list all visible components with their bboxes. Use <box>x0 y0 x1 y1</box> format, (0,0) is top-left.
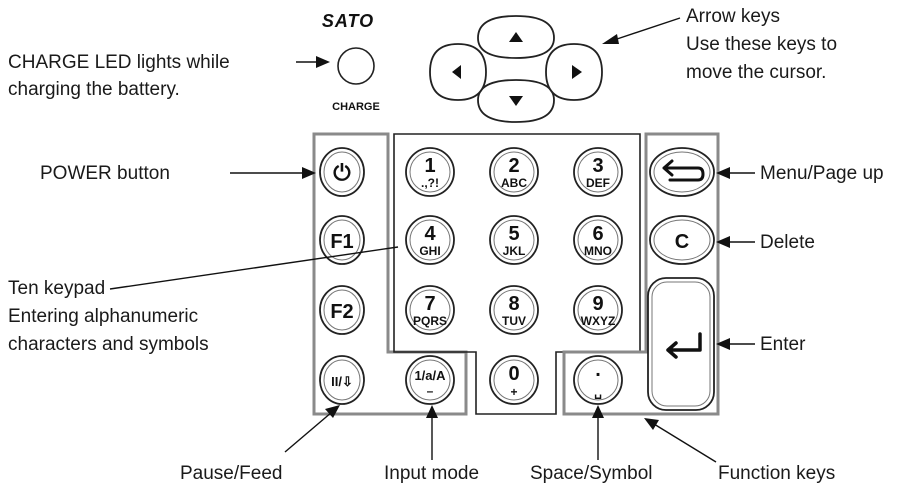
digit-key-6-main: 6 <box>592 223 603 245</box>
charge-led-caption: CHARGE <box>332 101 380 113</box>
enter-icon <box>666 332 702 359</box>
digit-key-5[interactable]: 5 JKL <box>489 215 539 265</box>
arrow-down-icon <box>509 96 523 106</box>
enter-label: Enter <box>760 334 806 355</box>
input-mode-key[interactable]: 1/a/A – <box>405 355 455 405</box>
input-mode-key-sub: – <box>427 384 434 398</box>
enter-key[interactable] <box>647 277 715 411</box>
ten-keypad-frame <box>393 133 641 415</box>
power-button-label: POWER button <box>40 163 170 184</box>
arrow-left-icon <box>452 65 461 79</box>
menu-page-up-icon <box>662 159 705 182</box>
digit-key-5-sub: JKL <box>503 244 526 258</box>
space-symbol-key[interactable]: . ␣ <box>573 355 623 405</box>
menu-page-up-arrowhead <box>716 167 730 179</box>
digit-key-6[interactable]: 6 MNO <box>573 215 623 265</box>
digit-key-7[interactable]: 7 PQRS <box>405 285 455 335</box>
digit-key-1-main: 1 <box>424 155 435 177</box>
arrow-up-icon <box>509 32 523 42</box>
digit-key-2-main: 2 <box>508 155 519 177</box>
digit-key-4[interactable]: 4 GHI <box>405 215 455 265</box>
input-mode-key-label: 1/a/A <box>414 368 446 383</box>
pause-feed-leader <box>284 411 333 453</box>
menu-page-up-label: Menu/Page up <box>760 163 884 184</box>
charge-led-label-line1: CHARGE LED lights while <box>8 52 230 73</box>
digit-key-3[interactable]: 3 DEF <box>573 147 623 197</box>
pause-feed-key-label: II/⇩ <box>331 374 353 389</box>
digit-key-9-sub: WXYZ <box>581 314 616 328</box>
f2-key[interactable]: F2 <box>319 285 365 335</box>
delete-key-label: C <box>675 231 689 253</box>
pause-feed-label: Pause/Feed <box>180 463 282 484</box>
arrow-keys-cluster <box>429 15 603 123</box>
ten-keypad-label-line1: Ten keypad <box>8 278 105 299</box>
ten-keypad-label-line3: characters and symbols <box>8 334 209 355</box>
digit-key-2-sub: ABC <box>501 176 527 190</box>
arrow-keys-label-line2: Use these keys to <box>686 34 837 55</box>
digit-key-4-sub: GHI <box>419 244 440 258</box>
input-mode-label: Input mode <box>384 463 479 484</box>
digit-key-8[interactable]: 8 TUV <box>489 285 539 335</box>
enter-arrowhead <box>716 338 730 350</box>
charge-led-label-line2: charging the battery. <box>8 79 180 100</box>
pause-feed-key[interactable]: II/⇩ <box>319 355 365 405</box>
power-icon: ⏻ <box>333 160 351 185</box>
digit-key-1-sub: .,?! <box>421 176 439 190</box>
arrow-keys-label-line1: Arrow keys <box>686 6 780 27</box>
charge-led-arrowhead <box>316 56 330 68</box>
digit-key-8-sub: TUV <box>502 314 526 328</box>
delete-label: Delete <box>760 232 815 253</box>
digit-key-6-sub: MNO <box>584 244 612 258</box>
space-symbol-label: Space/Symbol <box>530 463 653 484</box>
arrow-keys-label-line3: move the cursor. <box>686 62 826 83</box>
digit-key-5-main: 5 <box>508 223 519 245</box>
arrow-right-icon <box>572 65 582 79</box>
ten-keypad-label-line2: Entering alphanumeric <box>8 306 198 327</box>
digit-key-0-sub: + <box>510 385 517 399</box>
delete-key[interactable]: C <box>649 215 715 265</box>
charge-led <box>337 47 375 85</box>
function-keys-arrowhead <box>644 418 659 430</box>
space-symbol-key-icon: ␣ <box>594 385 602 399</box>
digit-key-2[interactable]: 2 ABC <box>489 147 539 197</box>
digit-key-3-main: 3 <box>592 155 603 177</box>
ten-keypad-leader <box>109 246 399 290</box>
f1-key[interactable]: F1 <box>319 215 365 265</box>
digit-key-1[interactable]: 1 .,?! <box>405 147 455 197</box>
input-mode-arrowhead <box>426 405 438 418</box>
pause-feed-arrowhead <box>325 405 340 418</box>
digit-key-3-sub: DEF <box>586 176 610 190</box>
digit-key-7-main: 7 <box>424 293 435 315</box>
space-symbol-key-dot: . <box>595 359 601 381</box>
f1-key-label: F1 <box>330 231 353 253</box>
power-key[interactable]: ⏻ <box>319 147 365 197</box>
function-keys-label: Function keys <box>718 463 835 484</box>
arrow-keys-arrowhead <box>602 34 619 44</box>
power-button-arrowhead <box>302 167 316 179</box>
digit-key-9-main: 9 <box>592 293 603 315</box>
function-keys-frame-right <box>562 132 720 416</box>
arrow-keys-leader <box>613 17 681 41</box>
menu-page-up-key[interactable] <box>649 147 715 197</box>
delete-arrowhead <box>716 236 730 248</box>
space-symbol-arrowhead <box>592 405 604 418</box>
f2-key-label: F2 <box>330 301 353 323</box>
function-keys-leader <box>653 423 717 463</box>
digit-key-4-main: 4 <box>424 223 436 245</box>
digit-key-0-main: 0 <box>508 363 519 385</box>
digit-key-8-main: 8 <box>508 293 519 315</box>
sato-logo: SATO <box>322 11 374 31</box>
digit-key-7-sub: PQRS <box>413 314 447 328</box>
digit-key-0[interactable]: 0 + <box>489 355 539 405</box>
digit-key-9[interactable]: 9 WXYZ <box>573 285 623 335</box>
